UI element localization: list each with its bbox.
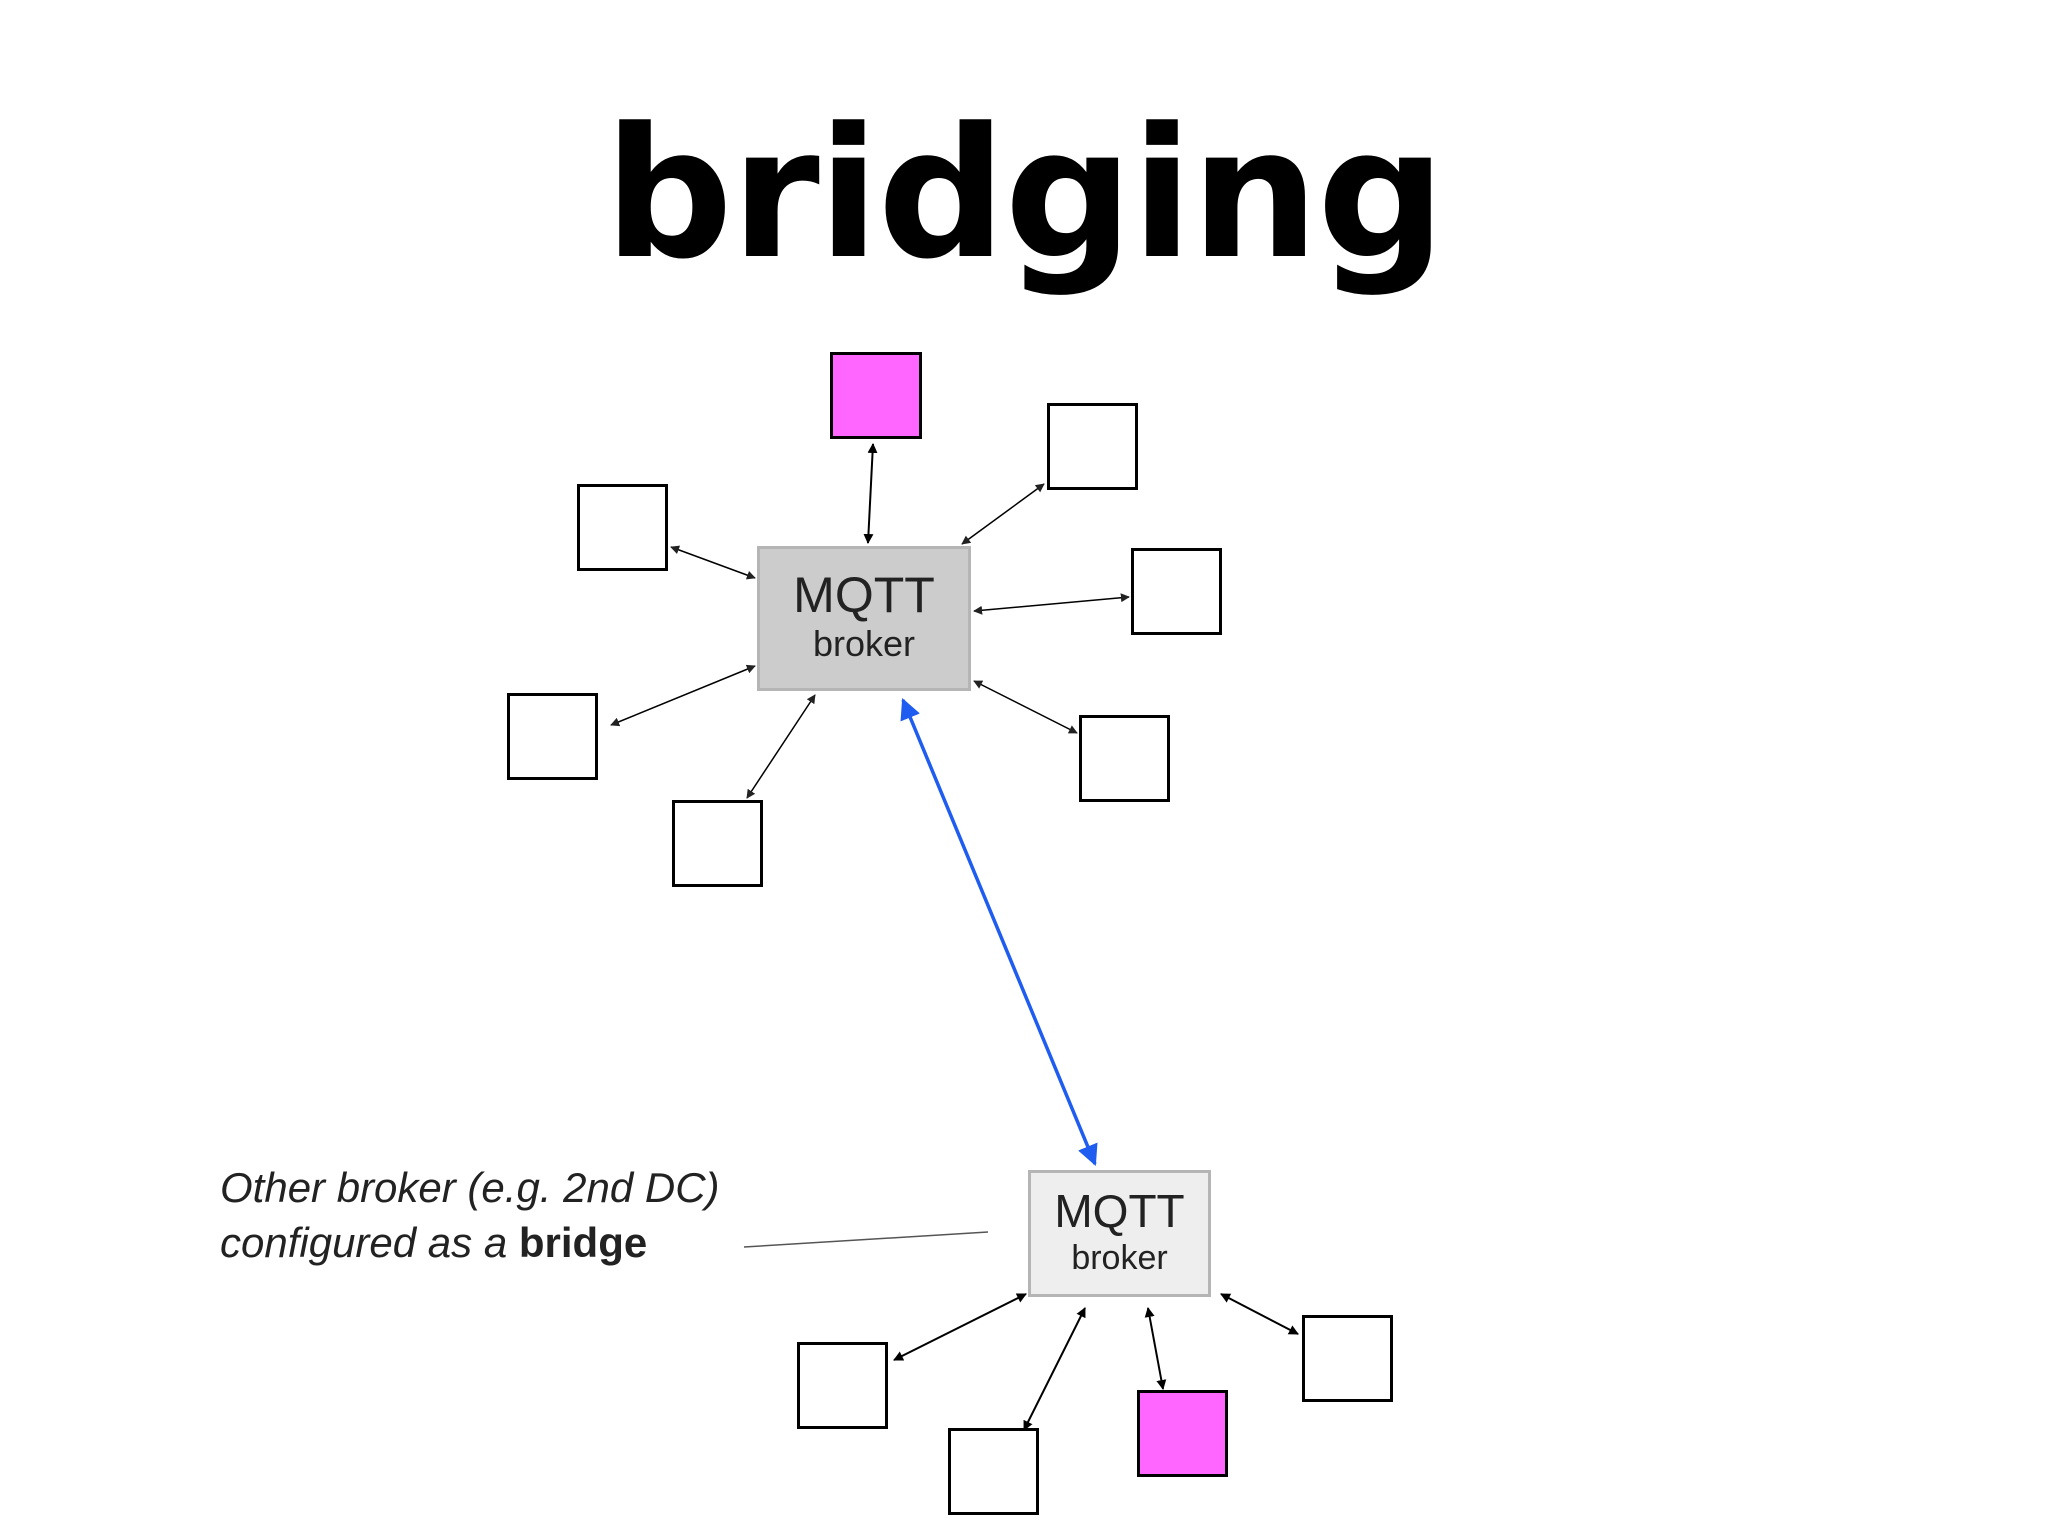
link-top-left <box>610 664 756 727</box>
caption-line-2-prefix: configured as a <box>220 1219 519 1266</box>
client-bottom-pink <box>1137 1390 1228 1477</box>
client-bottom-right <box>1302 1315 1393 1402</box>
bridge-caption: Other broker (e.g. 2nd DC) configured as… <box>220 1160 840 1270</box>
link-top-lower-right <box>973 680 1078 734</box>
link-bottom-left <box>893 1293 1027 1361</box>
link-top-pink <box>863 443 878 544</box>
caption-line-2: configured as a bridge <box>220 1215 840 1270</box>
client-top-lower-left <box>672 800 763 887</box>
client-bottom-lower-left <box>948 1428 1039 1515</box>
link-top-upper-right <box>961 483 1045 545</box>
mqtt-broker-top: MQTT broker <box>757 546 971 691</box>
broker-bottom-label: MQTT <box>1054 1185 1185 1238</box>
client-bottom-left <box>797 1342 888 1429</box>
link-bottom-right <box>1220 1293 1299 1335</box>
client-top-left <box>507 693 598 780</box>
link-bottom-lower-left <box>1023 1307 1086 1431</box>
mqtt-broker-bottom: MQTT broker <box>1028 1170 1211 1297</box>
link-top-right <box>973 593 1130 615</box>
client-top-lower-right <box>1079 715 1170 802</box>
caption-pointer <box>743 1231 989 1248</box>
caption-bridge-word: bridge <box>518 1219 648 1266</box>
link-top-upper-left <box>670 545 756 580</box>
client-top-pink <box>830 352 922 439</box>
page-title: bridging <box>604 90 1446 299</box>
link-top-lower-left <box>746 694 816 799</box>
caption-line-1: Other broker (e.g. 2nd DC) <box>220 1164 720 1211</box>
client-top-upper-right <box>1047 403 1138 490</box>
broker-top-label: MQTT <box>793 566 935 623</box>
bridge-link <box>900 698 1098 1166</box>
broker-bottom-sublabel: broker <box>1071 1238 1168 1277</box>
client-top-upper-left <box>577 484 668 571</box>
client-top-right <box>1131 548 1222 635</box>
broker-top-sublabel: broker <box>812 623 916 665</box>
link-bottom-pink <box>1144 1307 1167 1390</box>
